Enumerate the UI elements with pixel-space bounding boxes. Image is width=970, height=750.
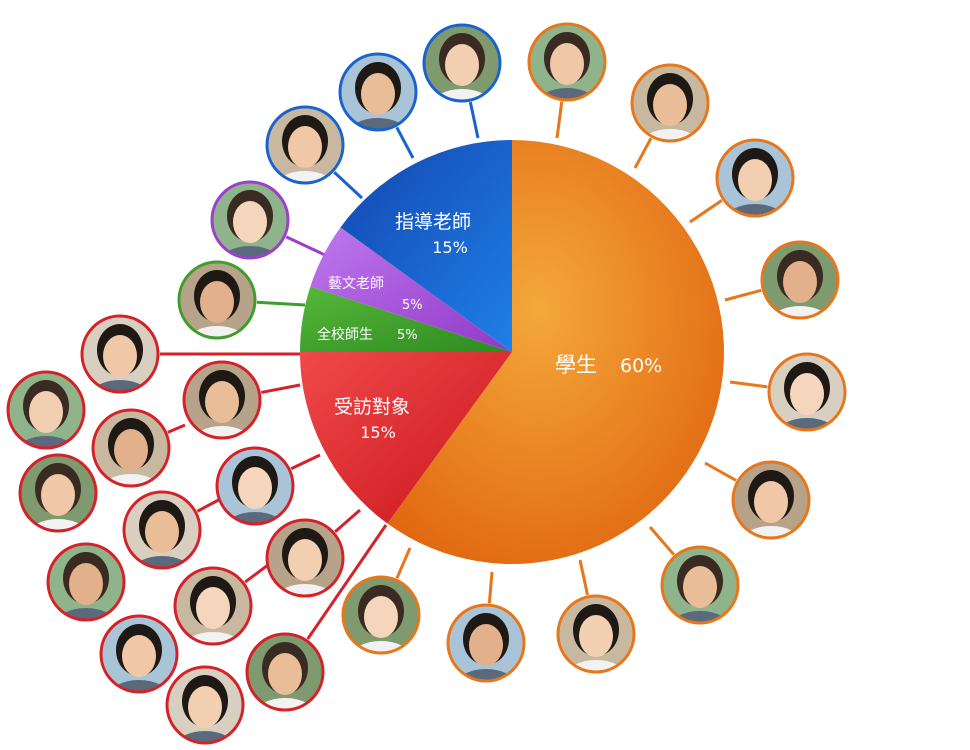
connector-line [729,380,768,389]
portrait-photo [173,566,253,646]
students-label: 學生 [555,353,597,377]
portrait-photo [80,314,160,394]
slice-label-students: 學生 60% [555,353,662,377]
slice-school [300,286,512,352]
portrait-photo [630,63,710,143]
slice-interviewees [300,352,512,524]
slice-label-school: 全校師生 5% [317,326,418,343]
portrait-photo [422,23,502,103]
connector-line [256,300,306,307]
connector-line [290,453,321,471]
portrait-photo [731,460,811,540]
connector-line [648,526,676,556]
portrait-photo [177,260,257,340]
connector-line [555,101,564,139]
portrait-photo [245,632,325,712]
portrait-photo [182,360,262,440]
portrait-photo [338,52,418,132]
connector-line [306,524,388,640]
connector-line [724,288,762,302]
pie-slices [300,140,724,564]
art-teacher-label: 藝文老師 [328,276,384,292]
connector-line [487,571,494,604]
connector-line [633,137,653,169]
slice-label-interviewees: 受訪對象 15% [334,396,410,442]
connector-line [260,383,301,394]
portrait-photo [446,603,526,683]
school-percent: 5% [397,328,418,343]
connector-line [395,126,415,159]
portrait-photo [122,490,202,570]
portrait-photo [767,352,847,432]
portrait-photo [715,138,795,218]
portrait-photo [46,542,126,622]
portrait-photo [265,105,345,185]
photo-ring [6,22,847,745]
portrait-photo [265,518,345,598]
portrait-photo [210,180,290,260]
portrait-photo [660,545,740,625]
slice-label-advisors: 指導老師 15% [395,211,471,257]
portrait-photo [91,408,171,488]
slice-advisors [340,140,512,352]
interviewees-label: 受訪對象 [334,396,410,418]
photo-connectors [160,101,768,640]
students-percent: 60% [620,355,662,377]
portrait-photo [6,370,86,450]
portrait-photo [760,240,840,320]
connector-line [244,563,269,584]
portrait-photo [527,22,607,102]
connector-line [167,423,186,434]
connector-line [334,508,361,533]
connector-line [395,547,412,579]
art-teacher-percent: 5% [402,298,423,313]
portrait-photo [99,614,179,694]
portrait-photo [18,453,98,533]
school-label: 全校師生 [317,326,373,343]
advisors-percent: 15% [432,238,468,257]
slice-label-art-teacher: 藝文老師 5% [328,276,423,313]
interviewees-percent: 15% [360,423,396,442]
portrait-photo [215,446,295,526]
slice-students [387,140,724,564]
advisors-label: 指導老師 [395,211,471,233]
connector-line [578,559,590,596]
portrait-photo [165,665,245,745]
connector-line [333,171,364,200]
connector-line [689,199,723,224]
connector-line [285,235,326,257]
portrait-photo [556,594,636,674]
slice-art-teacher [310,227,512,352]
portrait-photo [341,575,421,655]
connector-line [468,101,480,139]
connector-line [704,461,737,482]
